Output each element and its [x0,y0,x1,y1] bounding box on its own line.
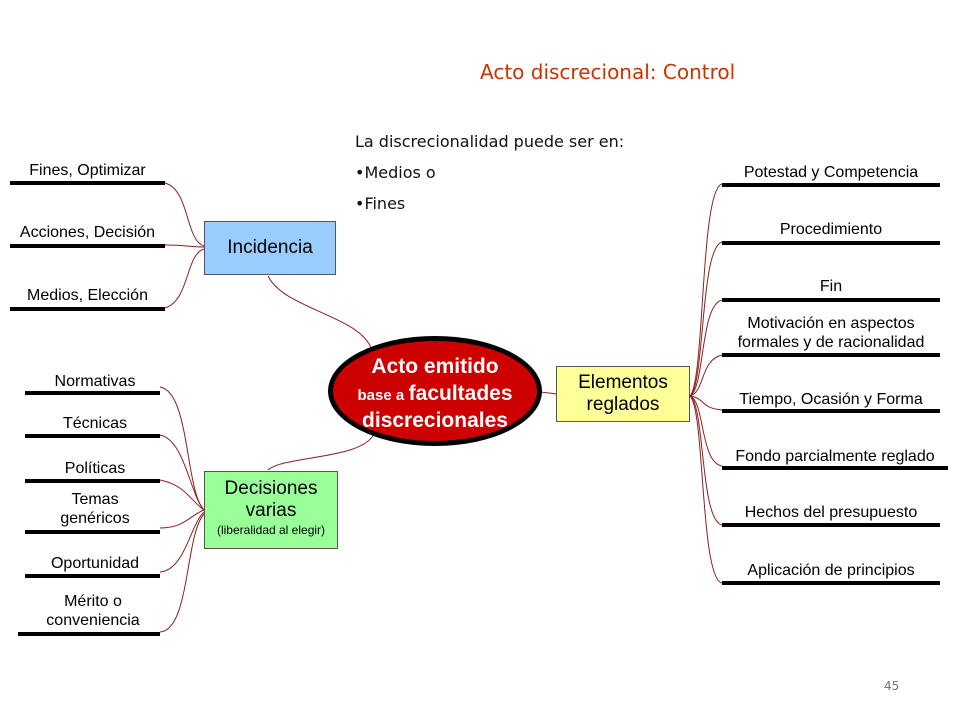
leaf-underline [722,241,940,245]
leaf-underline [25,574,160,578]
note-bullet-fines: •Fines [355,194,406,213]
connector [689,395,723,526]
connector [689,395,723,467]
decisiones-sub: (liberalidad al elegir) [216,523,326,537]
central-node-line3: discrecionales [362,409,508,432]
connector [689,395,723,411]
page-title: Acto discrecional: Control [480,60,736,84]
leaf-tiempo-ocasion-forma: Tiempo, Ocasión y Forma [739,391,923,408]
connector [164,248,205,309]
connector [539,391,557,395]
decisiones-label-line2: varias [245,500,297,521]
connector [689,299,723,397]
leaf-motivacion: Motivación en aspectos formales y de rac… [737,315,925,351]
decisiones-label-line1: Decisiones [224,478,318,499]
leaf-underline [10,181,165,185]
leaf-merito-conveniencia: Mérito o conveniencia [46,593,140,629]
note-heading: La discrecionalidad puede ser en: [355,132,625,151]
leaf-politicas: Políticas [64,460,126,477]
leaf-underline [722,409,940,413]
connector [164,244,205,248]
central-node-base-a: base a [357,387,405,404]
incidencia-label: Incidencia [227,237,313,258]
leaf-underline [722,581,940,585]
central-node-acto-emitido: Acto emitido base a facultades discrecio… [328,336,542,446]
leaf-acciones-decision: Acciones, Decisión [19,224,156,241]
connector [159,386,205,511]
connector [267,431,376,471]
leaf-underline [25,479,160,483]
leaf-fines-optimizar: Fines, Optimizar [29,162,146,179]
central-node-line1: Acto emitido [371,355,499,378]
connector [159,479,205,511]
connector [159,513,205,633]
connector [159,434,205,511]
leaf-aplicacion-principios: Aplicación de principios [747,562,915,579]
leaf-underline [18,632,160,636]
leaf-underline [25,391,160,395]
leaf-normativas: Normativas [54,373,136,390]
leaf-underline [10,307,165,311]
leaf-underline [10,244,165,248]
connector [689,354,723,397]
connector [164,182,205,247]
elementos-label-line1: Elementos [578,372,668,393]
leaf-potestad-competencia: Potestad y Competencia [743,164,919,181]
elementos-box: Elementos reglados [556,366,690,422]
connector [689,395,723,584]
leaf-underline [25,530,160,534]
connector [689,183,723,397]
connector [159,509,205,529]
connector [689,241,723,397]
leaf-hechos-presupuesto: Hechos del presupuesto [744,504,918,521]
leaf-underline [722,298,940,302]
leaf-temas-genericos: Temas genéricos [60,491,130,527]
central-node-facultades: facultades [408,382,513,405]
connector [159,511,205,573]
leaf-fin: Fin [819,278,843,295]
leaf-underline [25,434,160,438]
leaf-procedimiento: Procedimiento [779,221,883,238]
connector [267,275,373,351]
elementos-label-line2: reglados [586,394,660,415]
leaf-underline [722,466,948,470]
leaf-underline [722,183,940,187]
leaf-fondo-parcialmente-reglado: Fondo parcialmente reglado [735,448,935,465]
note-bullet-medios: •Medios o [355,163,436,182]
leaf-underline [722,353,940,357]
page-number: 45 [884,679,900,693]
central-node-line2: base a facultades [333,382,537,406]
leaf-medios-eleccion: Medios, Elección [27,287,148,304]
leaf-tecnicas: Técnicas [62,415,128,432]
decisiones-box: Decisiones varias (liberalidad al elegir… [204,471,338,549]
leaf-underline [722,523,940,527]
incidencia-box: Incidencia [204,221,336,275]
leaf-oportunidad: Oportunidad [50,555,140,572]
